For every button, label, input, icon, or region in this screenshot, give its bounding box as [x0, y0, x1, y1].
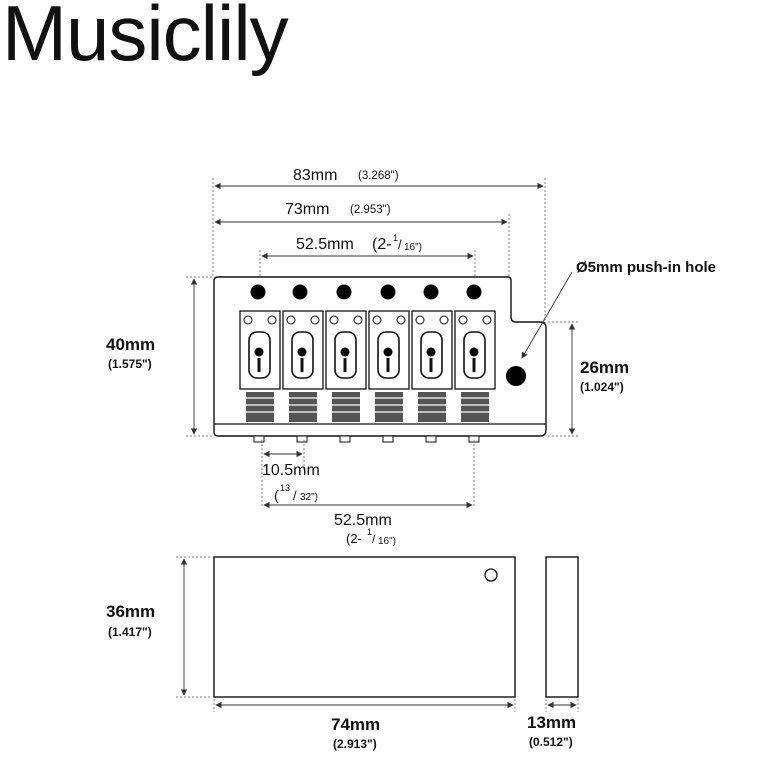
dim-52-top-inch-num: 1 — [393, 233, 398, 243]
dimension-83mm: 83mm (3.268") — [212, 167, 546, 330]
string-hole-1 — [250, 284, 266, 300]
dim-10-5-inch-den: 32") — [300, 492, 318, 503]
saddle-6 — [454, 310, 496, 422]
string-hole-6 — [466, 284, 482, 300]
saddle-2 — [282, 310, 324, 422]
dim-52-top-mm: 52.5mm — [296, 236, 354, 253]
saddle-3 — [325, 310, 367, 422]
dim-52-bottom-inch-num: 1 — [367, 527, 372, 537]
dimension-13mm: 13mm (0.512") — [527, 699, 579, 749]
dim-10-5-slash: / — [293, 488, 297, 503]
dim-73-inch: (2.953") — [350, 204, 391, 216]
dimension-36mm: 36mm (1.417") — [106, 556, 212, 698]
dim-52-top-inch-den: 16") — [404, 242, 422, 253]
dim-52-top-slash: / — [398, 237, 402, 252]
hole-label: Ø5mm push-in hole — [576, 259, 716, 276]
dimension-40mm: 40mm (1.575") — [106, 276, 212, 437]
saddle-5 — [411, 310, 453, 422]
dim-52-bottom-slash: / — [372, 532, 376, 546]
dim-74-inch: (2.913") — [333, 737, 377, 751]
string-hole-4 — [380, 284, 396, 300]
dim-52-bottom-inch-prefix: (2- — [346, 531, 362, 546]
string-hole-5 — [423, 284, 439, 300]
sustain-block-side — [545, 556, 579, 698]
dim-83-inch: (3.268") — [358, 170, 399, 182]
hole-callout: Ø5mm push-in hole — [521, 259, 716, 359]
saddle-1 — [239, 310, 281, 422]
dim-83-mm: 83mm — [293, 167, 337, 184]
dim-52-top-inch-prefix: (2- — [372, 236, 392, 253]
string-hole-2 — [292, 284, 308, 300]
dim-36-mm: 36mm — [106, 602, 155, 621]
saddles — [239, 310, 496, 443]
dim-26-inch: (1.024") — [580, 380, 624, 394]
dimension-10-5mm: 10.5mm ( 13 / 32") — [261, 440, 320, 508]
dim-10-5-inch-num: 13 — [280, 483, 290, 493]
dimension-52-5mm-top: 52.5mm (2- 1 / 16") — [259, 233, 476, 282]
saddle-4 — [368, 310, 410, 422]
dim-26-mm: 26mm — [580, 358, 629, 377]
dimension-26mm: 26mm (1.024") — [548, 321, 629, 437]
dim-13-inch: (0.512") — [529, 735, 573, 749]
push-in-hole-icon — [506, 366, 526, 386]
dim-52-bottom-inch-den: 16") — [378, 536, 396, 547]
dimension-73mm: 73mm (2.953") — [214, 201, 510, 278]
dim-13-mm: 13mm — [527, 713, 576, 732]
sustain-block-front — [213, 556, 516, 698]
dim-74-mm: 74mm — [331, 715, 380, 734]
dim-40-inch: (1.575") — [108, 357, 152, 371]
dim-10-5-inch-prefix: ( — [274, 487, 279, 503]
dimension-74mm: 74mm (2.913") — [213, 699, 516, 751]
dim-73-mm: 73mm — [285, 201, 329, 218]
dimension-52-5mm-bottom: 52.5mm (2- 1 / 16") — [263, 440, 475, 547]
dim-36-inch: (1.417") — [108, 625, 152, 639]
dim-10-5-mm: 10.5mm — [262, 462, 320, 479]
dim-52-bottom-mm: 52.5mm — [334, 512, 392, 529]
brand-logo-text: Musiclily — [2, 0, 289, 77]
string-hole-3 — [336, 284, 352, 300]
string-holes — [250, 284, 482, 300]
dim-40-mm: 40mm — [106, 335, 155, 354]
block-hole-icon — [484, 568, 498, 582]
